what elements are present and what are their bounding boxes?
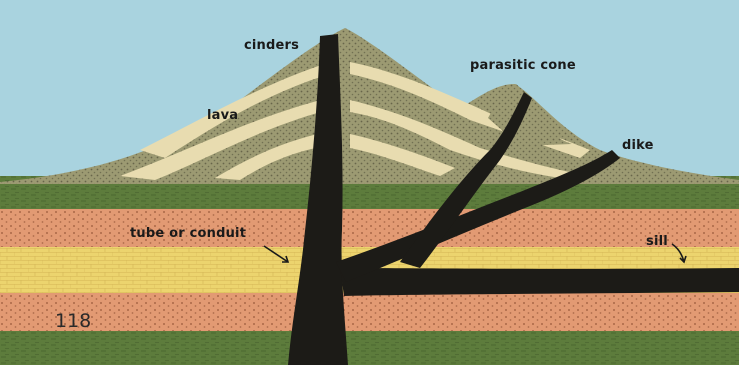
label-cinders: cinders <box>244 38 299 53</box>
page-number: 118 <box>55 310 91 332</box>
label-lava: lava <box>207 108 238 123</box>
label-sill: sill <box>646 234 668 249</box>
label-parasitic-cone: parasitic cone <box>470 58 576 73</box>
label-tube-or-conduit: tube or conduit <box>130 226 246 241</box>
label-dike: dike <box>622 138 654 153</box>
sill <box>340 268 739 296</box>
